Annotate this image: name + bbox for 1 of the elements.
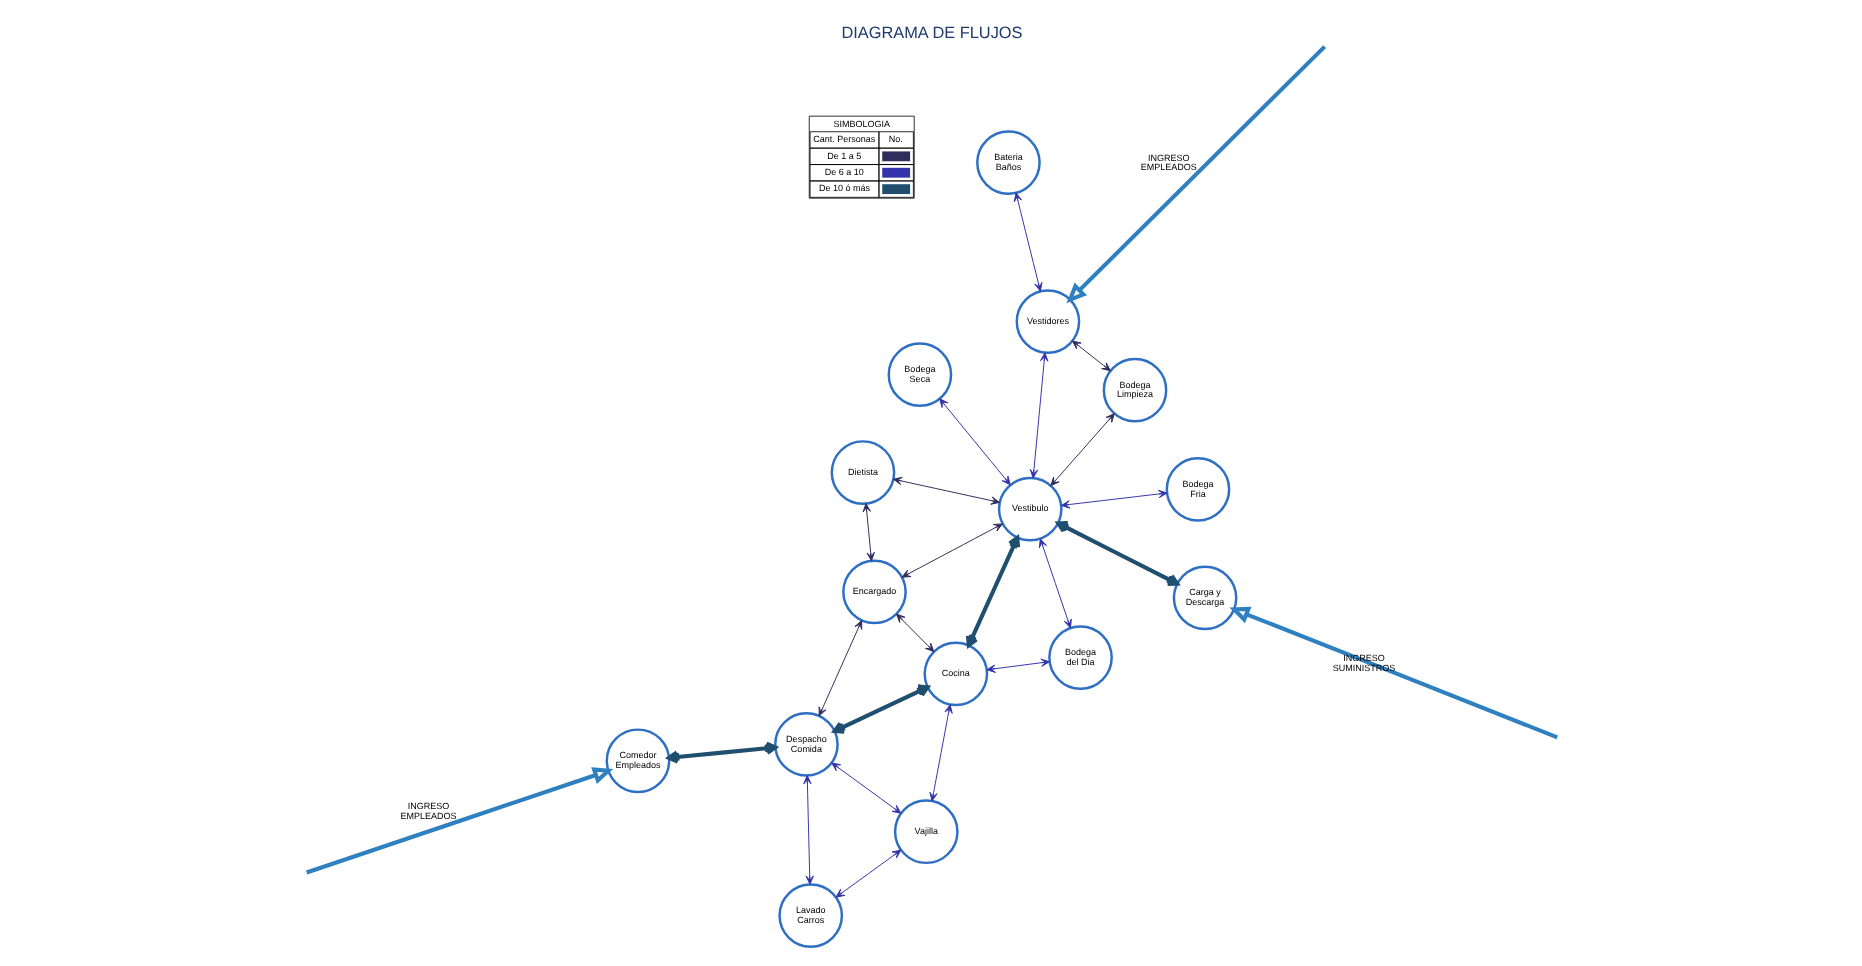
diagram-title: DIAGRAMA DE FLUJOS [840,22,1022,41]
